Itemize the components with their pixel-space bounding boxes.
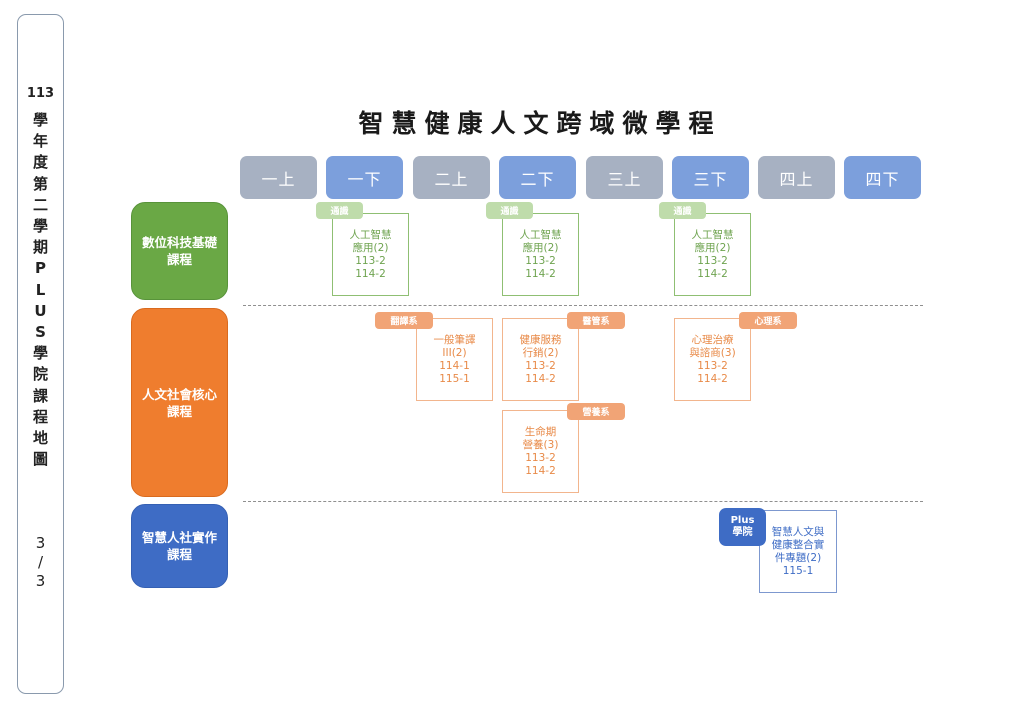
course-term: 115-1 bbox=[782, 564, 814, 577]
side-panel bbox=[17, 14, 64, 694]
course-term: 115-1 bbox=[439, 372, 470, 385]
dept-tag: 通識 bbox=[486, 202, 533, 219]
side-char: P bbox=[35, 259, 46, 278]
page-separator: / bbox=[37, 553, 44, 571]
course-name: 人工智慧 bbox=[691, 228, 734, 241]
side-char: 第 bbox=[32, 174, 48, 193]
page-current: 3 bbox=[35, 534, 46, 552]
course-box: 人工智慧 應用(2) 113-2 114-2 bbox=[332, 213, 409, 296]
course-name: 應用(2) bbox=[694, 241, 731, 254]
course-name: III(2) bbox=[442, 346, 467, 359]
dept-tag: 營養系 bbox=[567, 403, 625, 420]
course-term: 113-2 bbox=[355, 254, 386, 267]
course-box: 一般筆譯 III(2) 114-1 115-1 bbox=[416, 318, 493, 401]
page-indicator: 3 / 3 bbox=[17, 534, 64, 591]
course-term: 113-2 bbox=[697, 254, 728, 267]
side-char: U bbox=[34, 301, 47, 320]
side-char: 度 bbox=[32, 153, 48, 172]
academic-year: 113 bbox=[26, 86, 55, 101]
course-name: 營養(3) bbox=[522, 438, 559, 451]
course-term: 114-2 bbox=[525, 267, 556, 280]
course-name: 與諮商(3) bbox=[689, 346, 736, 359]
semester-header-1b: 一下 bbox=[326, 156, 403, 199]
course-name: 件專題(2) bbox=[774, 551, 822, 564]
course-name: 健康整合實 bbox=[771, 538, 825, 551]
side-char: 課 bbox=[32, 386, 48, 405]
course-name: 人工智慧 bbox=[349, 228, 392, 241]
semester-header-3b: 三下 bbox=[672, 156, 749, 199]
dept-tag: 翻譯系 bbox=[375, 312, 433, 329]
side-char: 期 bbox=[32, 238, 48, 257]
course-name: 健康服務 bbox=[519, 333, 562, 346]
dept-tag: 通識 bbox=[659, 202, 706, 219]
course-name: 行銷(2) bbox=[522, 346, 559, 359]
course-term: 113-2 bbox=[525, 451, 556, 464]
course-box: 人工智慧 應用(2) 113-2 114-2 bbox=[674, 213, 751, 296]
course-term: 114-2 bbox=[697, 267, 728, 280]
semester-header-4a: 四上 bbox=[758, 156, 835, 199]
course-name: 應用(2) bbox=[522, 241, 559, 254]
dept-tag: 心理系 bbox=[739, 312, 797, 329]
plus-college-tag: Plus 學院 bbox=[719, 508, 766, 546]
dept-tag: 醫管系 bbox=[567, 312, 625, 329]
course-term: 113-2 bbox=[697, 359, 728, 372]
semester-header-4b: 四下 bbox=[844, 156, 921, 199]
side-char: 學 bbox=[32, 344, 48, 363]
category-humanities-core: 人文社會核心課程 bbox=[131, 308, 228, 497]
course-box: 人工智慧 應用(2) 113-2 114-2 bbox=[502, 213, 579, 296]
semester-header-2a: 二上 bbox=[413, 156, 490, 199]
course-name: 人工智慧 bbox=[519, 228, 562, 241]
course-box: 生命期 營養(3) 113-2 114-2 bbox=[502, 410, 579, 493]
course-term: 114-1 bbox=[439, 359, 470, 372]
category-practice: 智慧人社實作課程 bbox=[131, 504, 228, 588]
side-char: 地 bbox=[32, 429, 48, 448]
course-term: 114-2 bbox=[355, 267, 386, 280]
tag-line: Plus bbox=[730, 515, 755, 526]
side-char: 二 bbox=[32, 195, 48, 214]
course-box: 智慧人文與 健康整合實 件專題(2) 115-1 bbox=[759, 510, 837, 593]
semester-header-3a: 三上 bbox=[586, 156, 663, 199]
course-term: 114-2 bbox=[525, 372, 556, 385]
row-separator bbox=[243, 305, 923, 306]
side-char: 圖 bbox=[32, 450, 48, 469]
side-char: 學 bbox=[32, 217, 48, 236]
course-term: 113-2 bbox=[525, 359, 556, 372]
course-name: 生命期 bbox=[524, 425, 557, 438]
dept-tag: 通識 bbox=[316, 202, 363, 219]
course-term: 113-2 bbox=[525, 254, 556, 267]
course-name: 應用(2) bbox=[352, 241, 389, 254]
tag-line: 學院 bbox=[732, 527, 753, 538]
side-char: 學 bbox=[32, 111, 48, 129]
course-box: 健康服務 行銷(2) 113-2 114-2 bbox=[502, 318, 579, 401]
page-total: 3 bbox=[35, 572, 46, 590]
course-term: 114-2 bbox=[525, 464, 556, 477]
side-char: 程 bbox=[32, 407, 48, 426]
side-char: 年 bbox=[32, 132, 48, 151]
course-name: 心理治療 bbox=[691, 333, 734, 346]
semester-header-1a: 一上 bbox=[240, 156, 317, 199]
side-panel-title: 學 年 度 第 二 學 期 P L U S 學 院 課 程 地 圖 bbox=[17, 110, 64, 470]
semester-header-2b: 二下 bbox=[499, 156, 576, 199]
page-title: 智慧健康人文跨域微學程 bbox=[358, 109, 722, 138]
category-digital-tech: 數位科技基礎課程 bbox=[131, 202, 228, 300]
side-char: S bbox=[35, 323, 46, 342]
course-box: 心理治療 與諮商(3) 113-2 114-2 bbox=[674, 318, 751, 401]
side-char: 院 bbox=[32, 365, 48, 384]
side-char: L bbox=[35, 280, 46, 299]
course-name: 智慧人文與 bbox=[771, 525, 825, 538]
course-name: 一般筆譯 bbox=[433, 333, 476, 346]
course-term: 114-2 bbox=[697, 372, 728, 385]
row-separator bbox=[243, 501, 923, 502]
